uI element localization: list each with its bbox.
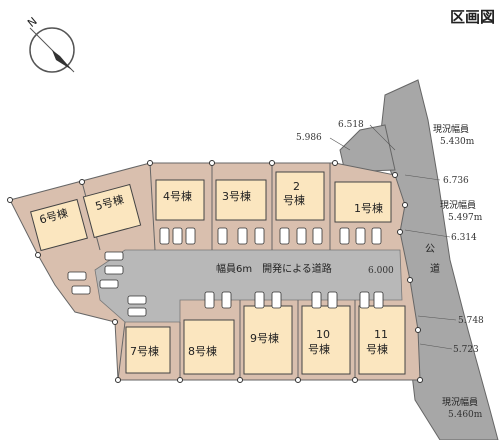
current-width-1-value: 5.430m bbox=[440, 137, 475, 147]
compass-north-label: N bbox=[25, 15, 40, 30]
house-7 bbox=[125, 326, 171, 374]
current-width-3-label: 現況幅員 bbox=[442, 396, 478, 408]
house-1 bbox=[334, 181, 392, 223]
house-footprints bbox=[30, 171, 406, 375]
house-10 bbox=[301, 305, 351, 375]
internal-road-width: 6.000 bbox=[368, 266, 394, 276]
house-9 bbox=[243, 305, 293, 375]
lot-label-4: 4号棟 bbox=[163, 189, 192, 203]
dim-6518: 6.518 bbox=[338, 120, 364, 130]
compass-icon: N bbox=[25, 15, 75, 73]
dimension-labels: 6.518 5.986 6.736 6.314 5.748 5.723 bbox=[296, 120, 484, 355]
current-width-2-label: 現況幅員 bbox=[440, 199, 476, 211]
dim-6314: 6.314 bbox=[451, 233, 477, 243]
lot-label-10-line2: 号棟 bbox=[308, 342, 330, 356]
parking-icons bbox=[67, 227, 384, 317]
lot-label-7: 7号棟 bbox=[130, 344, 159, 358]
dimension-leaders bbox=[329, 124, 457, 350]
current-width-labels: 現況幅員 5.430m 現況幅員 5.497m 現況幅員 5.460m bbox=[433, 123, 483, 420]
dim-5748: 5.748 bbox=[458, 316, 484, 326]
map-title: 区画図 bbox=[449, 8, 495, 26]
current-width-1-label: 現況幅員 bbox=[433, 123, 469, 135]
lot-label-2-line1: 2 bbox=[293, 180, 300, 193]
boundary-markers bbox=[7, 160, 423, 383]
house-8 bbox=[183, 319, 235, 375]
current-width-3-value: 5.460m bbox=[448, 410, 483, 420]
lot-label-9: 9号棟 bbox=[250, 331, 279, 345]
lot-label-8: 8号棟 bbox=[188, 344, 217, 358]
lot-label-10-line1: 10 bbox=[316, 328, 330, 341]
internal-road-label: 幅員6m 開発による道路 bbox=[216, 262, 332, 275]
public-road-label-1: 公 bbox=[425, 244, 435, 255]
lot-label-11-line1: 11 bbox=[374, 328, 388, 341]
lot-label-1: 1号棟 bbox=[354, 201, 383, 215]
current-width-2-value: 5.497m bbox=[448, 213, 483, 223]
house-5 bbox=[82, 183, 142, 239]
lot-label-11-line2: 号棟 bbox=[366, 342, 388, 356]
house-6 bbox=[30, 198, 88, 252]
house-4 bbox=[155, 179, 205, 221]
public-road-label-2: 道 bbox=[430, 262, 440, 275]
lot-label-2-line2: 号棟 bbox=[283, 193, 305, 207]
dim-5723: 5.723 bbox=[453, 345, 479, 355]
house-3 bbox=[215, 179, 267, 221]
lot-label-3: 3号棟 bbox=[222, 189, 251, 203]
dim-5986: 5.986 bbox=[296, 133, 322, 143]
house-2 bbox=[275, 171, 325, 221]
house-11 bbox=[358, 305, 406, 375]
existing-road-spur bbox=[339, 124, 396, 173]
dim-6736: 6.736 bbox=[443, 176, 469, 186]
